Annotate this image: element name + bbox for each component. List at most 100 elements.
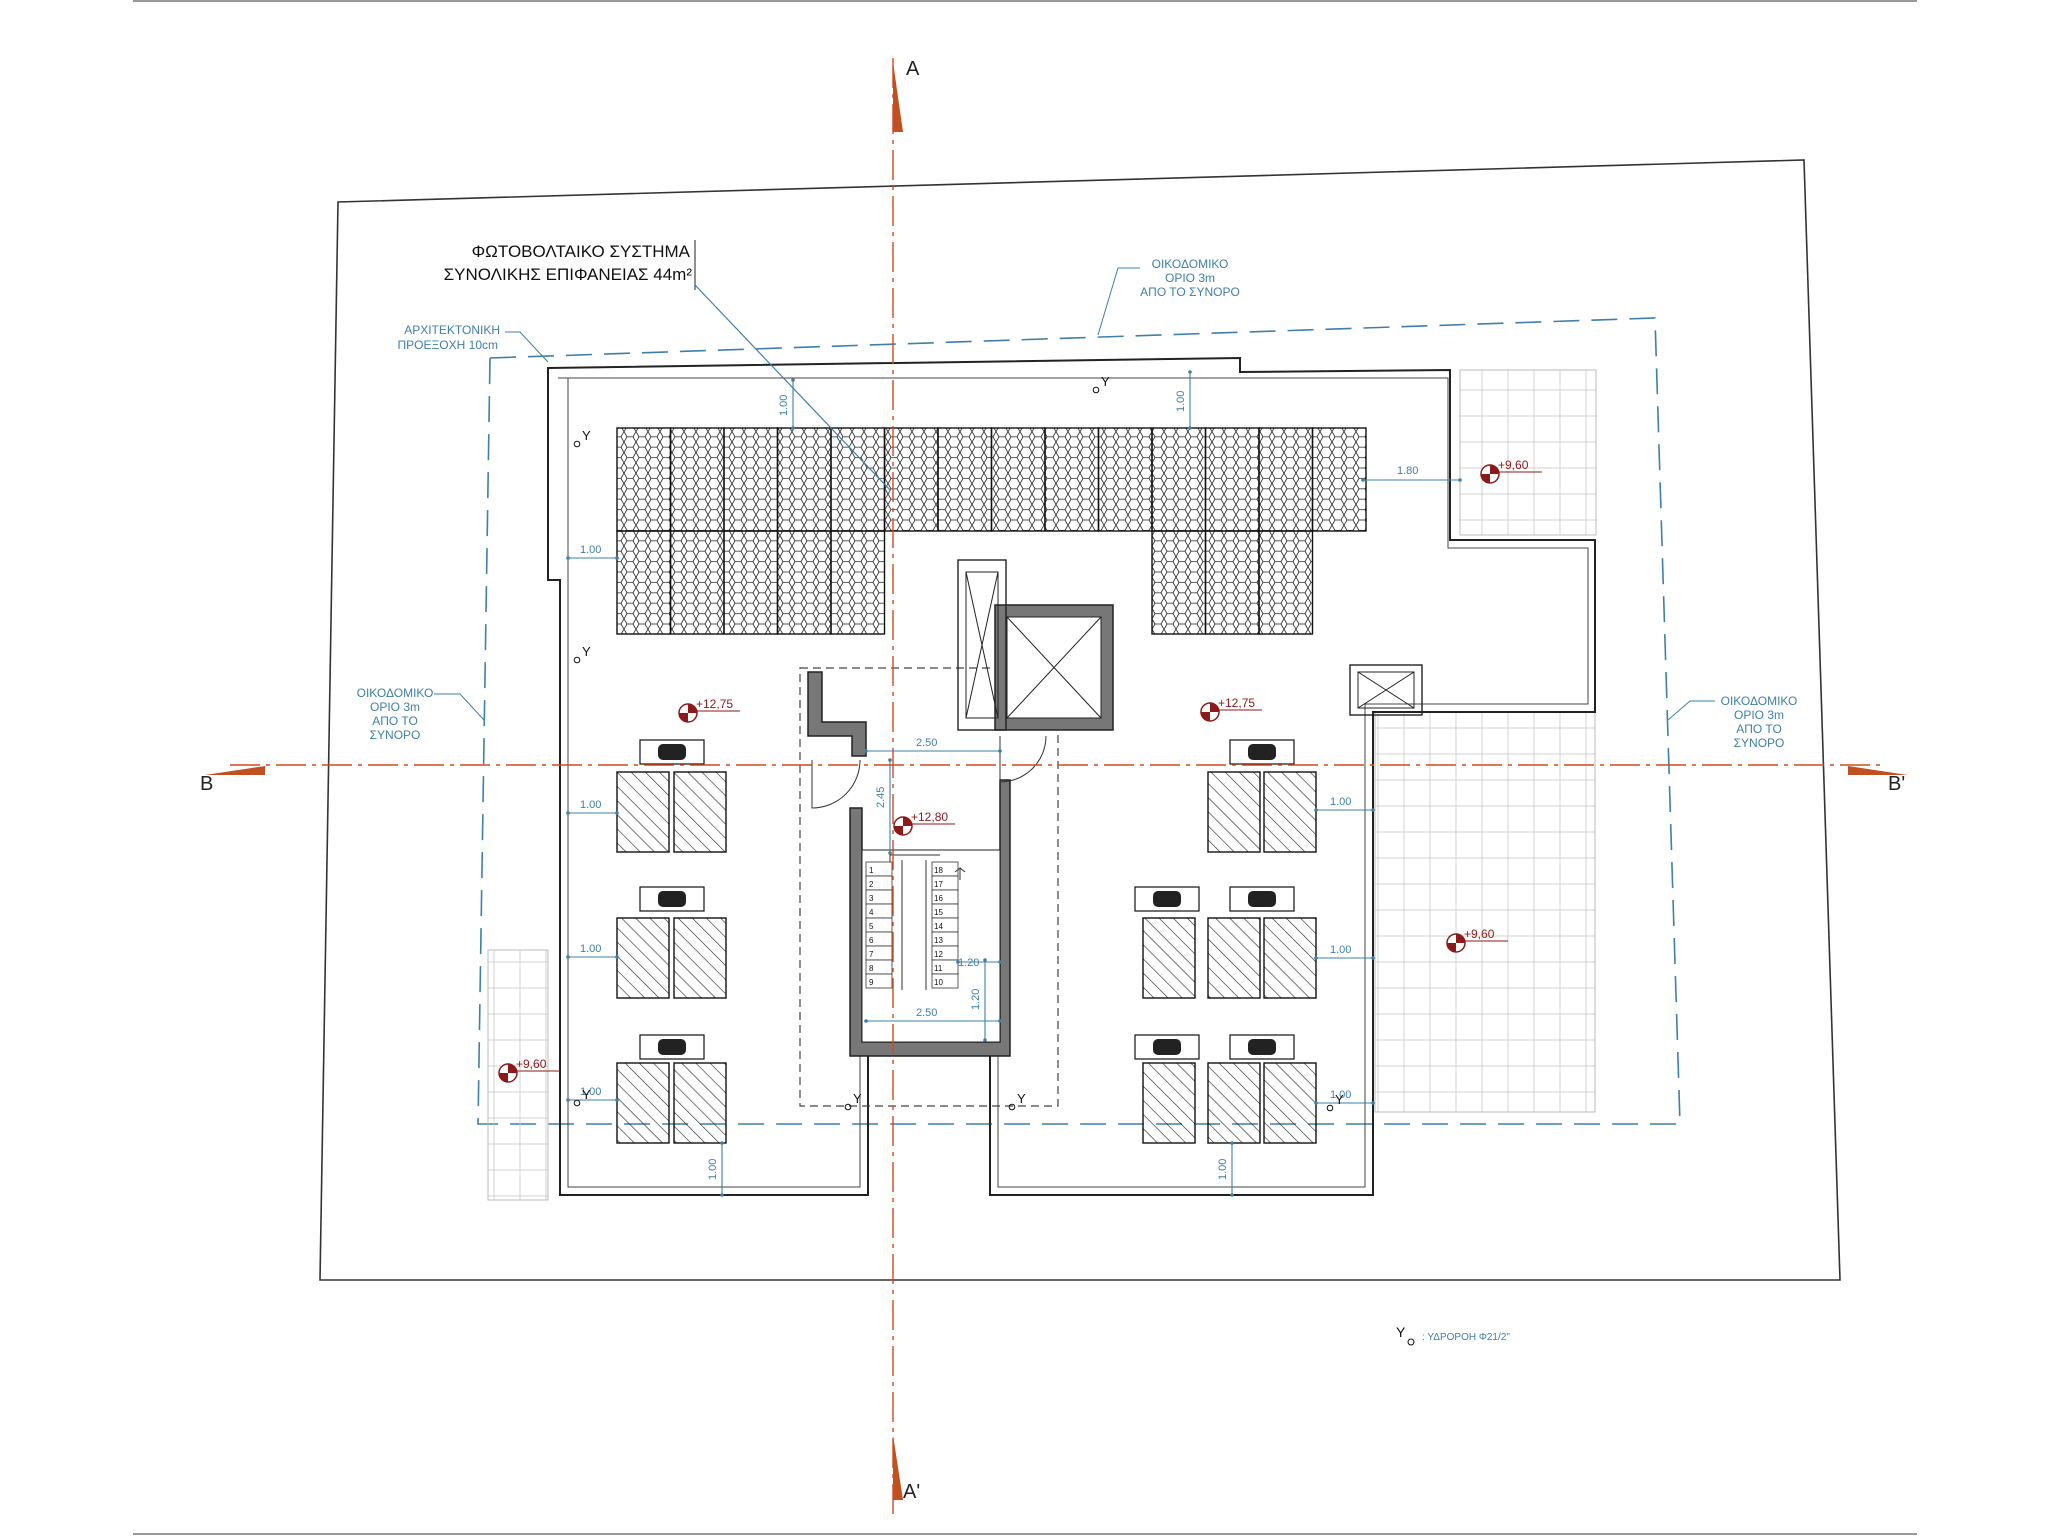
limit-note-left-line: ΣΥΝΟΡΟ [370,728,421,742]
solar-collector [616,917,670,999]
dimension-tick [566,556,570,560]
solar-collector [1207,1062,1261,1144]
drain-icon [573,656,581,664]
pv-panel [1151,427,1207,532]
small-shaft-inner [1357,671,1415,709]
dimension-label: 1.00 [1330,796,1351,808]
drain-icon [1092,386,1100,394]
limit-note-top-line: ΟΡΙΟ 3m [1165,271,1215,285]
pv-panel [669,530,725,635]
stair-number-right: 17 [934,880,943,889]
dimension-tick [888,851,892,855]
drain-icon [1008,1103,1016,1111]
dimension-tick [566,955,570,959]
solar-collector [673,771,727,853]
pv-panel [723,427,779,532]
terrace-tiles-top-right [1459,369,1597,536]
drain-label: Y [582,644,591,659]
level-value: +9,60 [516,1057,547,1071]
dimension-tick [956,960,960,964]
limit-note-left-line: ΟΡΙΟ 3m [370,700,420,714]
level-value: +12,80 [911,810,948,824]
vent-cross-2 [965,571,999,719]
dimension-label: 1.80 [1397,465,1418,477]
dimension-label: 1.00 [580,943,601,955]
stair-number-left: 9 [869,978,874,987]
water-tank-body [1248,744,1276,760]
section-label-b-left: B [200,773,213,795]
stair-number-left: 4 [869,908,874,917]
section-label-b-right: B' [1888,773,1905,795]
limit-note-right-line: ΑΠΟ ΤΟ [1736,722,1782,736]
arch-note-line1: ΑΡΧΙΤΕΚΤΟΝΙΚΗ [404,323,500,337]
dimension-tick [983,1038,987,1042]
dimension-tick [1314,808,1318,812]
dimension-tick [998,960,1002,964]
level-value: +9,60 [1464,927,1495,941]
pv-panel [723,530,779,635]
dimension-tick [791,426,795,430]
stair-number-left: 7 [869,950,874,959]
solar-collector [673,917,727,999]
limit-note-top-line: ΑΠΟ ΤΟ ΣΥΝΟΡΟ [1140,285,1240,299]
drain-label: Y [582,428,591,443]
dimension-label: 1.00 [580,799,601,811]
pv-panel [830,530,886,635]
small-shaft [1349,664,1423,716]
limit-note-right-line: ΟΡΙΟ 3m [1734,708,1784,722]
dimension-label: 1.00 [580,1086,601,1098]
limit-note-left-line: ΟΙΚΟΔΟΜΙΚΟ [357,686,434,700]
limit-note-top-line: ΟΙΚΟΔΟΜΙΚΟ [1152,257,1229,271]
level-marker-fill [894,817,912,835]
water-tank-body [658,1039,686,1055]
level-value: +12,75 [696,697,733,711]
limit-note-right-line: ΟΙΚΟΔΟΜΙΚΟ [1721,694,1798,708]
dimension-tick [1230,1193,1234,1197]
arch-leader [505,331,549,363]
pv-panel [669,427,725,532]
dimension-label: 2.50 [916,1007,937,1019]
drain-label: Y [582,1087,591,1102]
stair-number-left: 6 [869,936,874,945]
dimension-label: 1.00 [1175,391,1187,412]
level-marker-fill [499,1064,517,1082]
dimension-tick [1314,1101,1318,1105]
dimension-tick [1188,370,1192,374]
building-limit-line [477,317,1681,1125]
solar-collector [673,1062,727,1144]
limit-leader-left [434,693,485,721]
solar-collector [1142,917,1196,999]
solar-collector [1263,1062,1317,1144]
plot-boundary [319,159,1841,1281]
water-tank-body [1248,891,1276,907]
dimension-tick [888,758,892,762]
stair-number-right: 14 [934,922,943,931]
dimension-tick [1361,478,1365,482]
stair-core-walls [807,671,867,757]
dimension-tick [615,955,619,959]
level-marker-fill [679,704,697,722]
solar-collector [1207,771,1261,853]
parapet-inner [558,377,1589,1188]
dimension-tick [566,1098,570,1102]
section-arrow-a-bottom [893,1435,903,1500]
solar-collector [1263,771,1317,853]
stair-number-left: 2 [869,880,874,889]
dimension-tick [615,1098,619,1102]
water-tank-body [1248,1039,1276,1055]
water-tank-body [658,744,686,760]
water-tank-body [1153,891,1181,907]
stair-core-dashed [799,667,1059,1107]
pv-panel [937,427,993,532]
limit-note-left-line: ΑΠΟ ΤΟ [372,714,418,728]
stair-number-right: 18 [934,866,943,875]
drain-label: Y [853,1091,862,1106]
section-arrow-b-left [205,766,265,775]
stair-number-right: 13 [934,936,943,945]
terrace-tiles-right [1374,711,1596,1113]
